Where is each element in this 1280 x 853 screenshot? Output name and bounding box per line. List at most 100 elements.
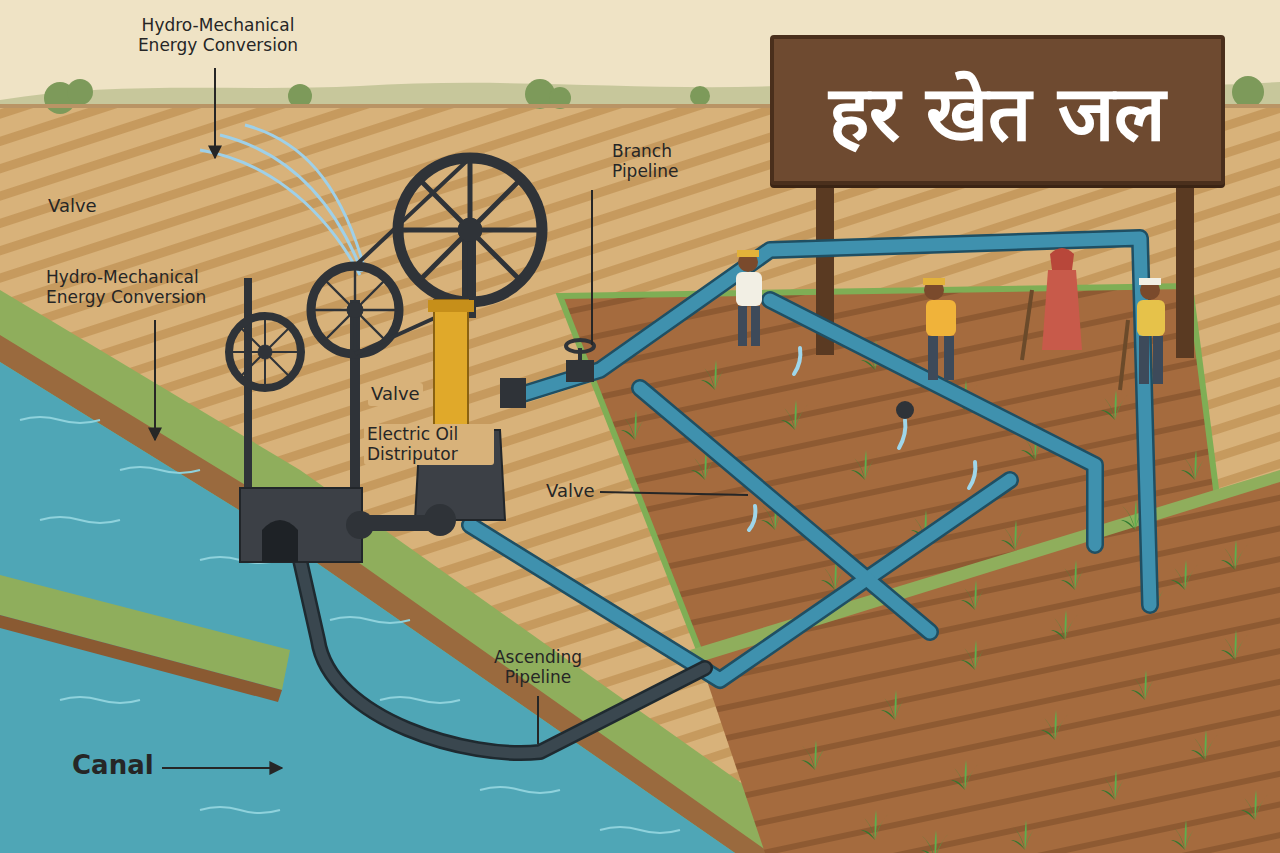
crops xyxy=(1101,770,1128,800)
crops xyxy=(1191,730,1218,760)
pump-machine xyxy=(428,300,474,312)
pipes xyxy=(470,238,1150,680)
canal xyxy=(200,807,280,813)
canal xyxy=(60,697,140,703)
sign-text: हर खेत जल xyxy=(829,59,1166,162)
canal xyxy=(0,615,282,702)
part-label: Valve xyxy=(48,196,97,217)
pipes xyxy=(300,238,1150,753)
spray xyxy=(245,125,365,270)
pump-machine xyxy=(240,488,362,562)
farmers xyxy=(1139,278,1161,285)
farmers xyxy=(1137,300,1165,336)
pipes xyxy=(640,388,930,632)
pump-machine xyxy=(458,218,482,242)
background xyxy=(1232,76,1264,108)
pump-machine xyxy=(398,158,542,302)
pump-machine xyxy=(262,520,298,562)
crops xyxy=(921,830,948,853)
canal xyxy=(380,697,460,703)
pump-machine xyxy=(566,340,594,352)
crops xyxy=(1001,520,1028,550)
background xyxy=(67,79,93,105)
leader-lines xyxy=(154,320,156,440)
farmers xyxy=(737,250,759,257)
pipes xyxy=(749,348,975,530)
pipes xyxy=(749,506,755,530)
part-label: Valve xyxy=(546,481,595,502)
pipes xyxy=(470,238,1150,680)
pump-machine xyxy=(400,160,540,300)
pump-machine xyxy=(500,378,526,408)
leader-lines xyxy=(600,492,748,495)
farmers xyxy=(944,336,954,380)
pipes xyxy=(300,560,705,753)
farmers xyxy=(923,278,945,285)
crops xyxy=(1221,540,1248,570)
crops xyxy=(1061,560,1088,590)
farmers xyxy=(1153,336,1163,384)
crops xyxy=(881,690,908,720)
farmers xyxy=(751,306,760,346)
part-label: Valve xyxy=(368,383,423,406)
crops xyxy=(801,740,828,770)
pump-machine xyxy=(434,300,468,435)
crops xyxy=(1221,630,1248,660)
spray xyxy=(200,125,365,275)
crops xyxy=(701,360,728,390)
pump-machine xyxy=(347,302,363,318)
crops xyxy=(1171,820,1198,850)
crops xyxy=(961,580,988,610)
crops xyxy=(1241,790,1268,820)
farmers xyxy=(738,306,747,346)
farmers xyxy=(1120,320,1128,390)
crops xyxy=(1171,560,1198,590)
crop-plots xyxy=(560,286,1280,853)
crops xyxy=(951,760,978,790)
crops xyxy=(1131,670,1158,700)
farmers xyxy=(923,278,956,380)
pump-machine xyxy=(229,158,914,562)
pump-machine xyxy=(566,360,594,382)
part-label: Hydro-Mechanical Energy Conversion xyxy=(118,16,318,55)
crops xyxy=(1041,710,1068,740)
crops xyxy=(861,810,888,840)
leader-lines xyxy=(537,696,539,744)
crops xyxy=(851,450,878,480)
leader-lines xyxy=(162,767,282,769)
farmers xyxy=(928,336,938,380)
crops xyxy=(621,410,648,440)
crops xyxy=(621,340,1268,853)
pipes xyxy=(300,560,705,753)
sign-posts xyxy=(1176,180,1194,358)
pipes xyxy=(969,462,975,488)
pump-machine xyxy=(896,401,914,419)
crop-plots xyxy=(700,480,1280,853)
farmers xyxy=(1042,270,1082,350)
farmers xyxy=(1022,290,1032,360)
farmers xyxy=(1022,248,1082,360)
part-label: Hydro-Mechanical Energy Conversion xyxy=(46,268,261,307)
pump-machine xyxy=(230,317,300,387)
background xyxy=(690,86,710,106)
pump-machine xyxy=(229,316,301,388)
leader-lines xyxy=(214,68,216,158)
part-label: Electric Oil Distriputor xyxy=(364,424,494,465)
pump-machine xyxy=(355,515,445,531)
crops xyxy=(1101,390,1128,420)
farmers xyxy=(1120,278,1165,390)
crops xyxy=(1051,610,1078,640)
pump-machine xyxy=(230,317,300,387)
crops xyxy=(1181,450,1208,480)
canal xyxy=(330,617,410,623)
canal xyxy=(120,467,200,473)
farmers xyxy=(736,248,1165,390)
part-label: Canal xyxy=(72,751,154,781)
pump-machine xyxy=(355,158,470,266)
pump-machine xyxy=(258,345,272,359)
canal xyxy=(600,827,680,833)
leader-lines xyxy=(591,190,593,345)
part-label: Branch Pipeline xyxy=(612,142,704,181)
